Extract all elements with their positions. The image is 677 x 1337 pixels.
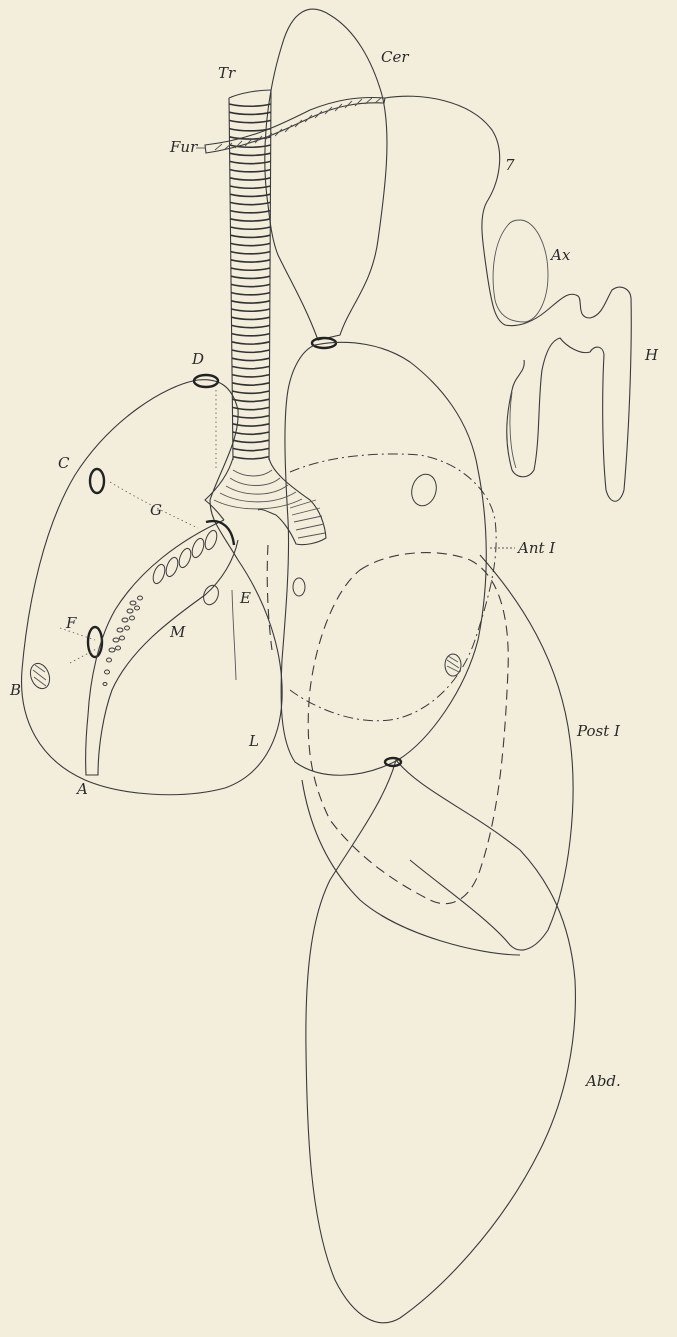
label-b: B [9,681,21,699]
mesobronchus-entrance [206,521,234,545]
tracheal-ring [233,424,270,426]
anterior-thoracic-ostium [408,471,439,508]
lung-guide-e [232,590,236,680]
tracheal-ring [231,268,270,270]
secondary-bronchi-dots [103,596,143,686]
tracheal-ring [233,440,269,442]
tracheal-ring [232,366,270,368]
tracheal-ring [231,293,270,295]
ostium-b-hatched [27,661,53,692]
tracheal-ring [231,309,270,311]
anterior-thoracic-sac-outline [281,342,486,775]
tracheal-ring [231,301,270,303]
label-abd: Abd. [584,1072,621,1090]
tracheal-ring [233,448,269,450]
tracheal-ring [232,325,270,327]
tracheal-ring [229,112,271,114]
label-d: D [191,350,204,368]
tracheal-ring [230,194,270,196]
tracheal-ring [232,334,270,336]
tracheal-ring [231,284,270,286]
tracheal-ring [229,104,271,106]
label-g: G [150,501,162,519]
tracheal-ring [232,383,269,385]
abdominal-sac-outline [306,760,576,1323]
abdominal-sac-crossover [302,780,520,955]
label-a: A [75,780,88,798]
humeral-lobe [510,392,516,468]
tracheal-ring [232,350,270,352]
tracheal-ring [231,317,270,319]
label-ant-i: Ant I [516,539,556,557]
tracheal-ring [232,375,270,377]
label-e: E [239,589,251,607]
tracheal-ring [230,202,270,204]
tracheal-ring [230,227,270,229]
ostium-c [90,469,104,493]
tracheal-ring [231,276,270,278]
label-ax: Ax [549,246,571,264]
anterior-thoracic-boundary [290,454,496,721]
tracheal-ring [231,243,271,245]
label-m: M [169,623,186,641]
tracheal-ring [233,457,269,459]
label-fur: Fur [169,138,198,156]
bronchus-openings [151,529,219,585]
label-post-i: Post I [576,722,621,740]
label-c: C [58,454,70,472]
label-l: L [248,732,259,750]
posterior-thoracic-sac-outline [410,555,573,950]
lung-guide-f [60,628,98,663]
tracheal-ring [232,399,269,401]
bronchial-rings [214,470,325,538]
small-ostium-right [293,578,305,596]
tracheal-ring [232,358,270,360]
furcula [205,98,385,154]
tracheal-ring [232,391,269,393]
tracheal-ring [231,252,271,254]
label-tr: Tr [218,64,236,82]
label-cer: Cer [381,48,409,66]
tracheal-ring [230,186,271,188]
posterior-ostium-hatched [445,654,461,676]
posterior-thoracic-dashed-outline [308,553,508,904]
label-h: H [644,346,659,364]
cervical-sac-outline [265,9,387,340]
tracheal-ring [231,260,270,262]
mesobronchus-outline [86,520,238,775]
trachea-top [229,90,271,98]
label-7: 7 [505,156,515,174]
tracheal-ring [229,120,271,122]
axillary-sac-loop [493,220,548,322]
lung-guide-l [267,545,272,650]
label-f: F [65,614,77,632]
tracheal-ring [233,432,270,434]
tracheal-ring [232,342,270,344]
tracheal-ring [230,219,270,221]
tracheal-ring [230,178,271,180]
tracheal-ring [230,211,270,213]
tracheal-ring [231,235,271,237]
ostium-e [201,583,221,607]
